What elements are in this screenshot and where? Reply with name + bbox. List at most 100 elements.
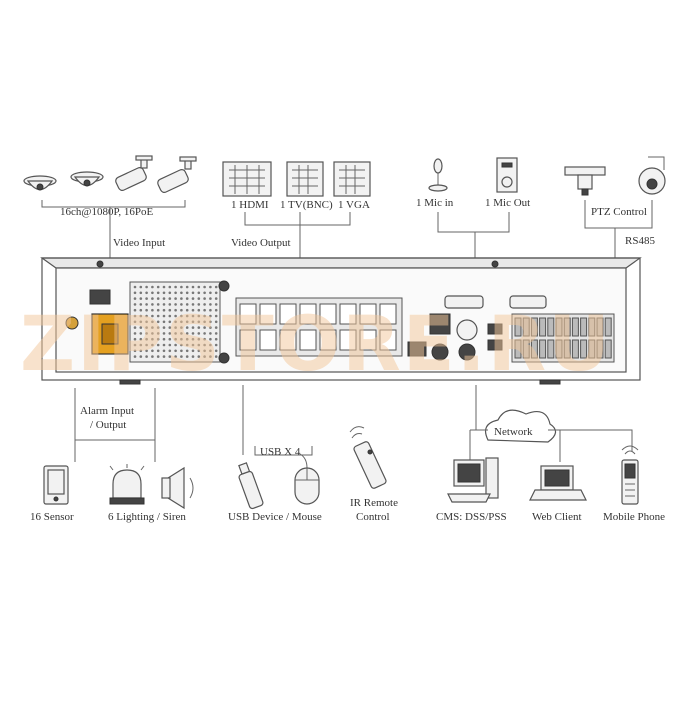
vent-hole <box>185 308 189 312</box>
vent-hole <box>197 332 201 335</box>
dome-camera-icon <box>70 171 104 187</box>
vent-hole <box>191 332 195 335</box>
vent-hole <box>180 332 183 335</box>
vent-hole <box>197 308 201 312</box>
vent-hole <box>209 349 212 353</box>
vent-hole <box>180 291 183 295</box>
vent-hole <box>191 291 195 295</box>
panel-foot <box>539 379 561 385</box>
vent-hole <box>203 320 206 324</box>
vent-hole <box>209 285 212 289</box>
poe-port <box>379 329 397 351</box>
alarm-terminal-block <box>511 313 615 363</box>
vent-hole <box>145 303 148 306</box>
vent-hole <box>133 291 137 295</box>
laptop-icon <box>529 465 587 501</box>
vent-hole <box>197 320 201 324</box>
mobile-phone-label: Mobile Phone <box>603 511 665 523</box>
vent-hole <box>133 285 137 289</box>
vent-hole <box>214 332 218 335</box>
poe-port <box>339 303 357 325</box>
vent-hole <box>162 308 166 312</box>
vent-hole <box>168 343 172 347</box>
usb-x4-label: USB X 4 <box>260 446 301 458</box>
power-switch-icon <box>89 289 111 305</box>
alarm-lamp-icon <box>109 464 145 505</box>
poe-port <box>299 329 317 351</box>
vent-hole <box>180 337 183 341</box>
vent-hole <box>156 332 160 335</box>
vent-hole <box>185 326 189 329</box>
vent-hole <box>209 337 212 341</box>
poe-port <box>279 329 297 351</box>
vent-hole <box>168 291 172 295</box>
ptz-camera-icon <box>564 166 606 196</box>
terminal-pin <box>563 339 571 359</box>
vent-hole <box>145 308 148 312</box>
terminal-pin <box>571 317 579 337</box>
vent-hole <box>203 308 206 312</box>
vent-hole <box>145 320 148 324</box>
vent-hole <box>214 291 218 295</box>
vent-hole <box>214 303 218 306</box>
vent-hole <box>162 314 166 318</box>
vent-hole <box>151 320 154 324</box>
vent-hole <box>156 326 160 329</box>
vent-hole <box>151 349 154 353</box>
vent-hole <box>174 285 177 289</box>
vent-hole <box>151 326 154 329</box>
vent-hole <box>139 285 143 289</box>
vent-hole <box>145 337 148 341</box>
bullet-camera-icon <box>157 156 197 193</box>
vent-hole <box>162 343 166 347</box>
poe-port <box>239 303 257 325</box>
poe-port <box>239 329 257 351</box>
vent-hole <box>197 303 201 306</box>
vent-hole <box>180 349 183 353</box>
mouse-icon <box>294 453 320 505</box>
vent-hole <box>156 349 160 353</box>
vga-port-icon <box>444 295 484 309</box>
vent-hole <box>139 332 143 335</box>
watermark-text: ZIPSTORE.RU <box>20 299 612 388</box>
vent-hole <box>174 320 177 324</box>
web-client-label: Web Client <box>532 511 582 523</box>
alarm-bracket <box>74 388 156 441</box>
vent-hole <box>197 326 201 329</box>
vent-hole <box>133 343 137 347</box>
ground-screw-icon <box>65 316 79 330</box>
vent-hole <box>145 314 148 318</box>
vent-hole <box>185 303 189 306</box>
camera-spec-label: 16ch@1080P, 16PoE <box>60 206 154 218</box>
poe-port <box>359 329 377 351</box>
vent-hole <box>209 303 212 306</box>
terminal-pin <box>604 339 612 359</box>
ir-remote-label-line2: Control <box>356 511 390 523</box>
vent-hole <box>214 326 218 329</box>
pc-workstation-icon <box>447 457 499 503</box>
vent-hole <box>209 343 212 347</box>
vent-hole <box>151 285 154 289</box>
network-bracket <box>469 429 633 462</box>
lighting-siren-label: 6 Lighting / Siren <box>108 511 186 523</box>
vent-hole <box>174 297 177 300</box>
vent-hole <box>156 308 160 312</box>
vent-hole <box>139 343 143 347</box>
terminal-pin <box>547 317 555 337</box>
terminal-pin <box>547 339 555 359</box>
dome-camera-icon <box>23 175 57 191</box>
vent-hole <box>197 297 201 300</box>
vent-hole <box>145 291 148 295</box>
vent-hole <box>209 332 212 335</box>
vent-hole <box>214 297 218 300</box>
alarm-sensor-icon <box>43 465 69 505</box>
vent-hole <box>156 355 160 358</box>
vent-hole <box>197 337 201 341</box>
vent-hole <box>191 308 195 312</box>
poe-port <box>279 303 297 325</box>
sensor-label: 16 Sensor <box>30 511 74 523</box>
terminal-pin <box>514 317 522 337</box>
alarm-io-label-line2: / Output <box>90 419 126 431</box>
vent-hole <box>133 326 137 329</box>
